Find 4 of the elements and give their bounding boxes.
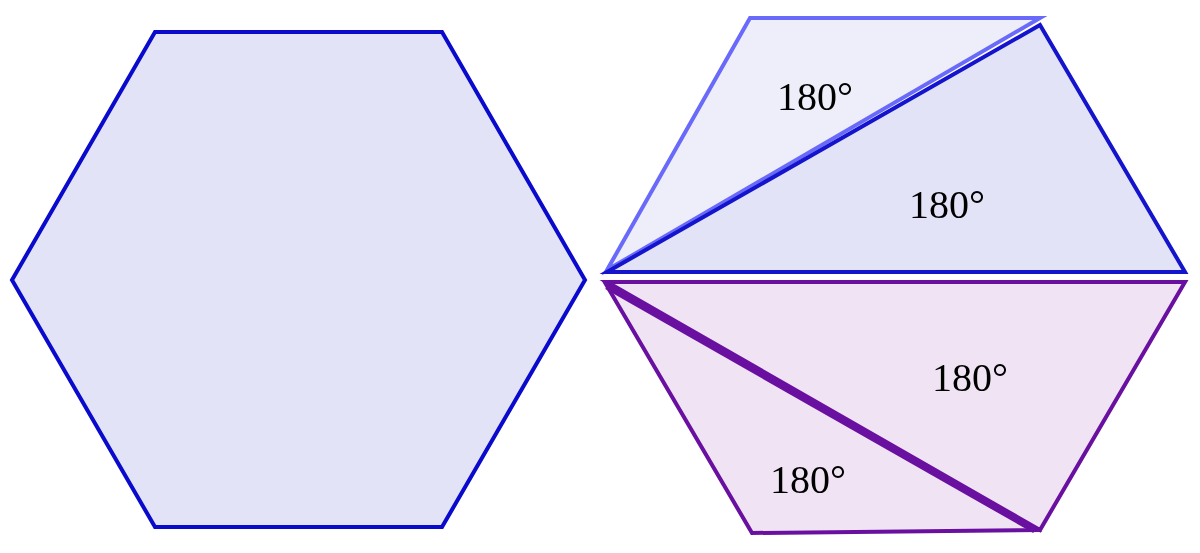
angle-label: 180° <box>909 185 985 225</box>
angle-label: 180° <box>777 77 853 117</box>
angle-label: 180° <box>932 358 1008 398</box>
angle-label: 180° <box>770 460 846 500</box>
